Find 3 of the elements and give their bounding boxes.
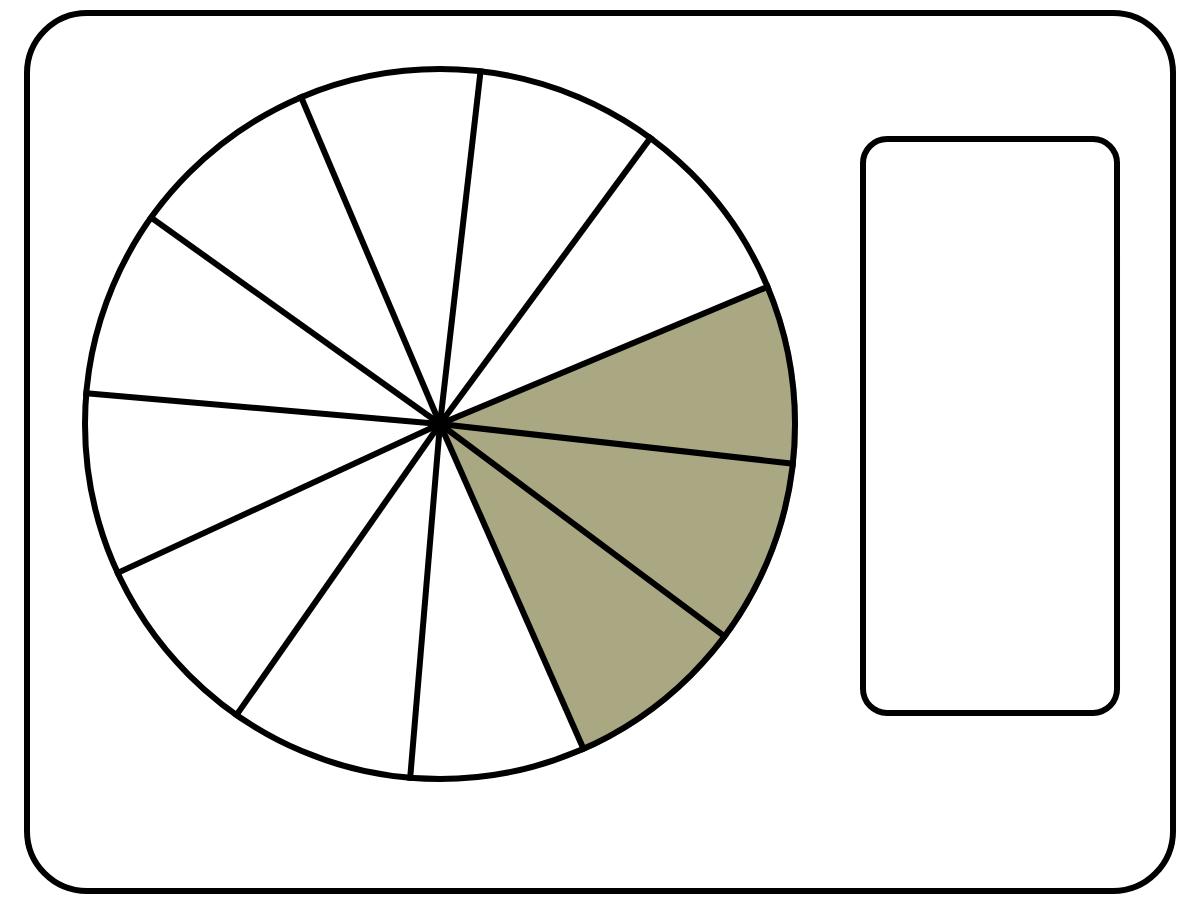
pie-drawing xyxy=(82,66,798,782)
panel-box xyxy=(860,136,1120,716)
frame-box xyxy=(24,10,1176,894)
